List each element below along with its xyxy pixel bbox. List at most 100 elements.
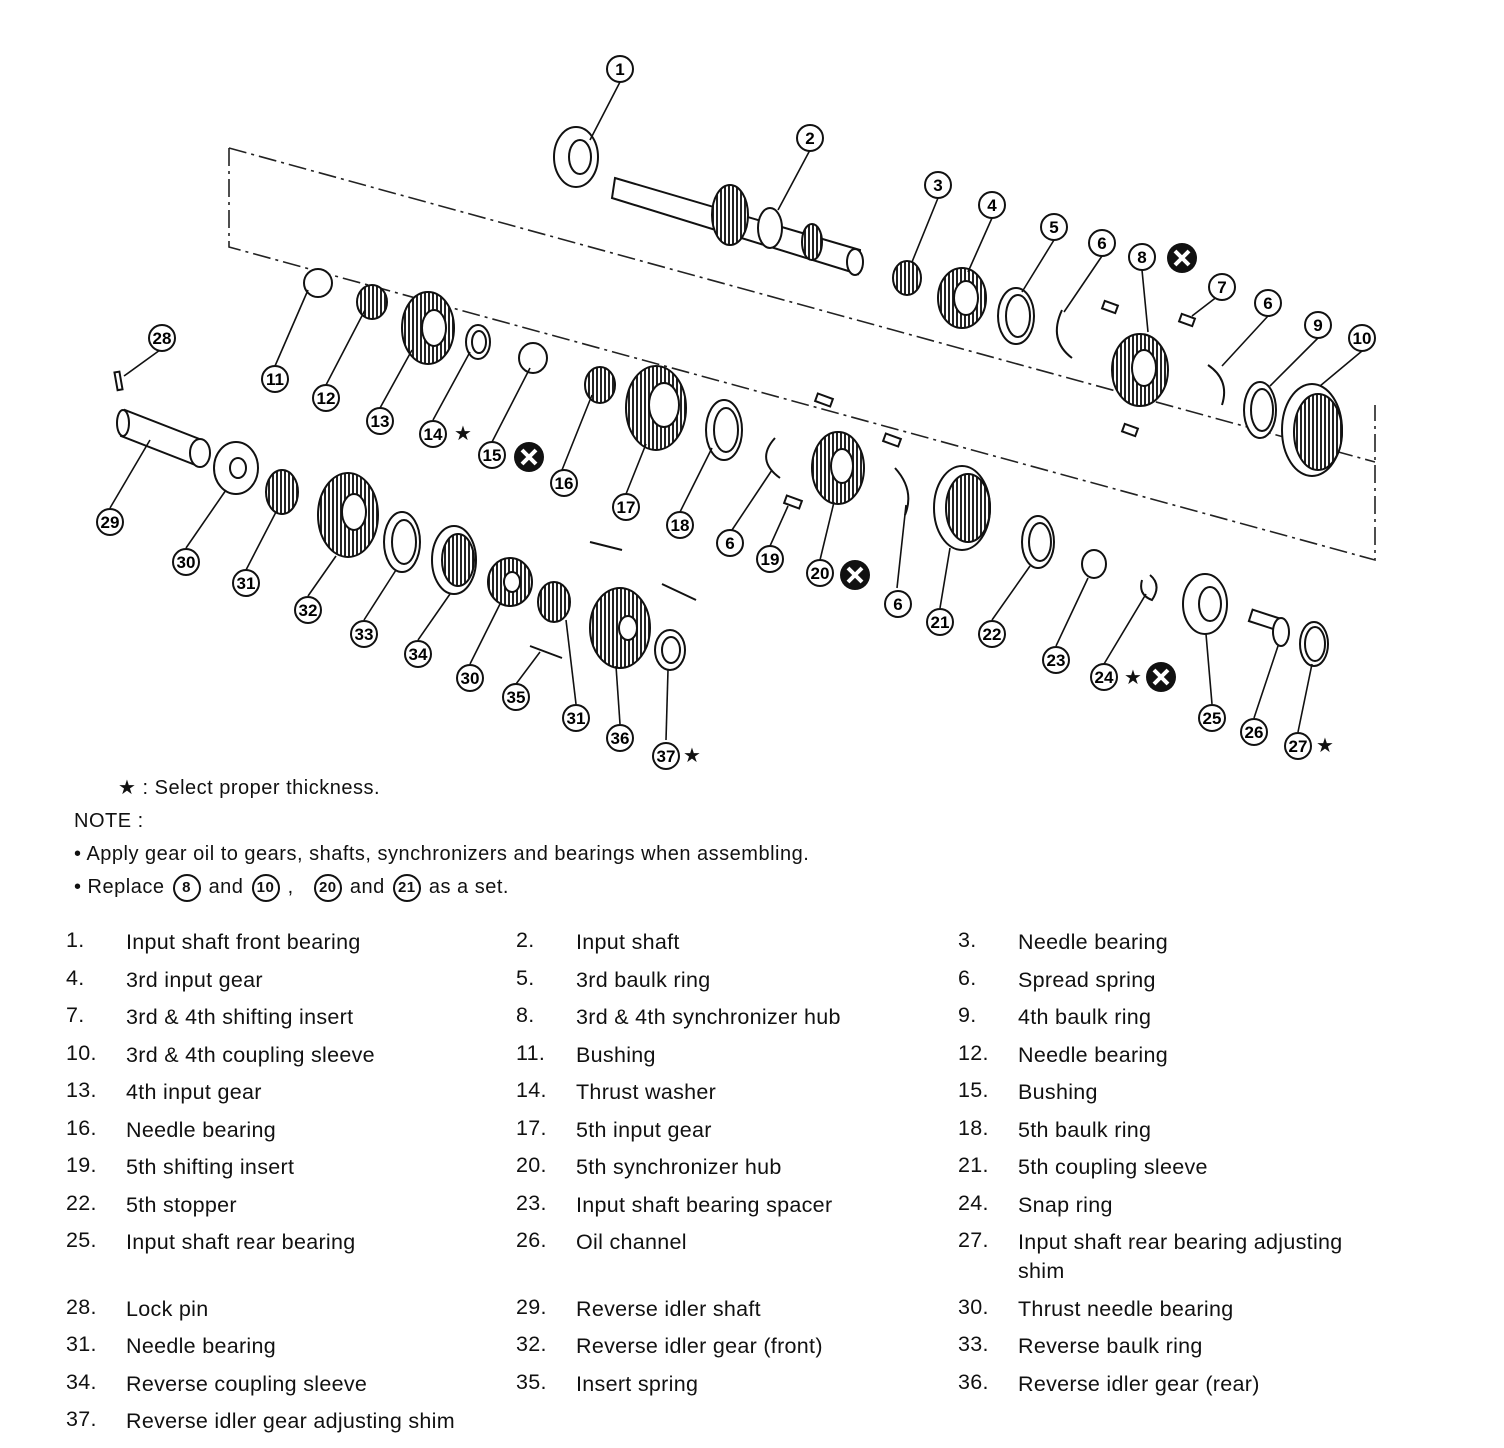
- note-ref-circle: 20: [313, 873, 342, 902]
- legend-number: 13.: [66, 1078, 97, 1102]
- legend-number: 21.: [958, 1153, 989, 1177]
- part-5th-baulk-ring: [705, 399, 743, 461]
- legend-number: 34.: [66, 1370, 97, 1394]
- callout-29: 29: [96, 508, 124, 536]
- star-icon: ★: [683, 743, 701, 767]
- part-input-shaft-rear-bearing: [1182, 573, 1228, 635]
- callout-number: 31: [567, 709, 586, 728]
- part-4th-baulk-ring: [1243, 381, 1277, 439]
- legend-number: 4.: [66, 966, 85, 990]
- legend-number: 20.: [516, 1153, 547, 1177]
- callout-10: 10: [1348, 324, 1376, 352]
- callout-28: 28: [148, 324, 176, 352]
- legend-label: Needle bearing: [1018, 1043, 1169, 1067]
- legend-number: 22.: [66, 1191, 97, 1215]
- callout-33: 33: [350, 620, 378, 648]
- legend-label: Needle bearing: [1018, 930, 1169, 954]
- part-input-shaft-bearing-spacer: [1081, 549, 1107, 579]
- note-replace-prefix: • Replace: [74, 876, 165, 898]
- legend-label: 5th input gear: [576, 1118, 712, 1142]
- legend-label: 5th stopper: [126, 1193, 237, 1217]
- legend-label: Bushing: [576, 1043, 656, 1067]
- callout-number: 19: [761, 550, 780, 569]
- legend-number: 9.: [958, 1003, 977, 1027]
- callout-number: 28: [153, 329, 172, 348]
- part-input-shaft-front-bearing: [553, 126, 599, 188]
- legend-label: Oil channel: [576, 1230, 687, 1254]
- leader-lines: [109, 81, 1363, 741]
- part-thrust-needle-bearing-b: [487, 557, 533, 607]
- callout-34: 34: [404, 640, 432, 668]
- legend-number: 30.: [958, 1295, 989, 1319]
- callout-number: 10: [1353, 329, 1372, 348]
- callout-number: 27: [1289, 737, 1308, 756]
- legend-label: Thrust needle bearing: [1018, 1297, 1234, 1321]
- legend-number: 28.: [66, 1295, 97, 1319]
- legend-number: 10.: [66, 1041, 97, 1065]
- part-5th-coupling-sleeve: [933, 465, 991, 551]
- legend-label: Input shaft: [576, 930, 680, 954]
- legend-label: 3rd & 4th shifting insert: [126, 1005, 354, 1029]
- part-input-shaft: [610, 176, 864, 276]
- callout-20: 20: [806, 559, 834, 587]
- part-insert-spring-a: [589, 541, 623, 551]
- note-and: and: [208, 876, 244, 898]
- callout-number: 26: [1245, 723, 1264, 742]
- thickness-star-marks: ★ ★ ★ ★: [454, 421, 1334, 767]
- part-reverse-idler-shaft: [116, 408, 211, 468]
- callout-number: 6: [1263, 294, 1272, 313]
- part-rear-bearing-adjusting-shim: [1299, 621, 1329, 667]
- callout-number: 7: [1217, 278, 1226, 297]
- legend-number: 6.: [958, 966, 977, 990]
- legend-number: 32.: [516, 1332, 547, 1356]
- callout-number: 20: [811, 564, 830, 583]
- callout-number: 4: [987, 196, 997, 215]
- part-4th-input-gear: [401, 291, 455, 365]
- legend-label: 3rd & 4th coupling sleeve: [126, 1043, 375, 1067]
- callout-30: 30: [456, 664, 484, 692]
- notes-section: ★ : Select proper thickness. NOTE : • Ap…: [74, 772, 809, 904]
- part-spread-spring-c: [765, 437, 781, 479]
- legend-label: Reverse idler gear (front): [576, 1334, 823, 1358]
- callout-number: 17: [617, 498, 636, 517]
- legend-label: Lock pin: [126, 1297, 209, 1321]
- legend-number: 8.: [516, 1003, 535, 1027]
- callout-27: 27: [1284, 732, 1312, 760]
- part-insert-spring-c: [529, 645, 563, 659]
- legend-number: 27.: [958, 1228, 989, 1252]
- legend-number: 14.: [516, 1078, 547, 1102]
- legend-label: Thrust washer: [576, 1080, 717, 1104]
- part-5th-input-gear: [625, 365, 687, 451]
- callout-number: 11: [266, 370, 284, 389]
- legend-number: 17.: [516, 1116, 547, 1140]
- callout-26: 26: [1240, 718, 1268, 746]
- note-replace-suffix: as a set.: [428, 876, 509, 898]
- callout-37: 37: [652, 742, 680, 770]
- part-spread-spring-d: [894, 467, 910, 516]
- legend-label: 3rd input gear: [126, 968, 263, 992]
- callout-17: 17: [612, 493, 640, 521]
- callout-16: 16: [550, 469, 578, 497]
- legend-number: 19.: [66, 1153, 97, 1177]
- legend-number: 11.: [516, 1041, 546, 1065]
- legend-label: Input shaft rear bearing: [126, 1230, 356, 1254]
- callout-13: 13: [366, 407, 394, 435]
- callout-number: 14: [424, 425, 443, 444]
- callout-2: 2: [796, 124, 824, 152]
- legend-label: Reverse idler gear (rear): [1018, 1372, 1260, 1396]
- note-ref-circle: 8: [172, 873, 201, 902]
- callout-6: 6: [884, 590, 912, 618]
- callout-number: 35: [507, 688, 526, 707]
- callout-6: 6: [1254, 289, 1282, 317]
- replace-icon: [840, 560, 870, 590]
- callout-number: 24: [1095, 668, 1114, 687]
- star-icon: ★: [1316, 733, 1334, 757]
- callout-30: 30: [172, 548, 200, 576]
- replace-icon: [1167, 243, 1197, 273]
- part-needle-bearing-3: [892, 260, 922, 296]
- callout-36: 36: [606, 724, 634, 752]
- callout-1: 1: [606, 55, 634, 83]
- legend-number: 15.: [958, 1078, 989, 1102]
- callout-4: 4: [978, 191, 1006, 219]
- part-thrust-needle-bearing-a: [213, 441, 259, 495]
